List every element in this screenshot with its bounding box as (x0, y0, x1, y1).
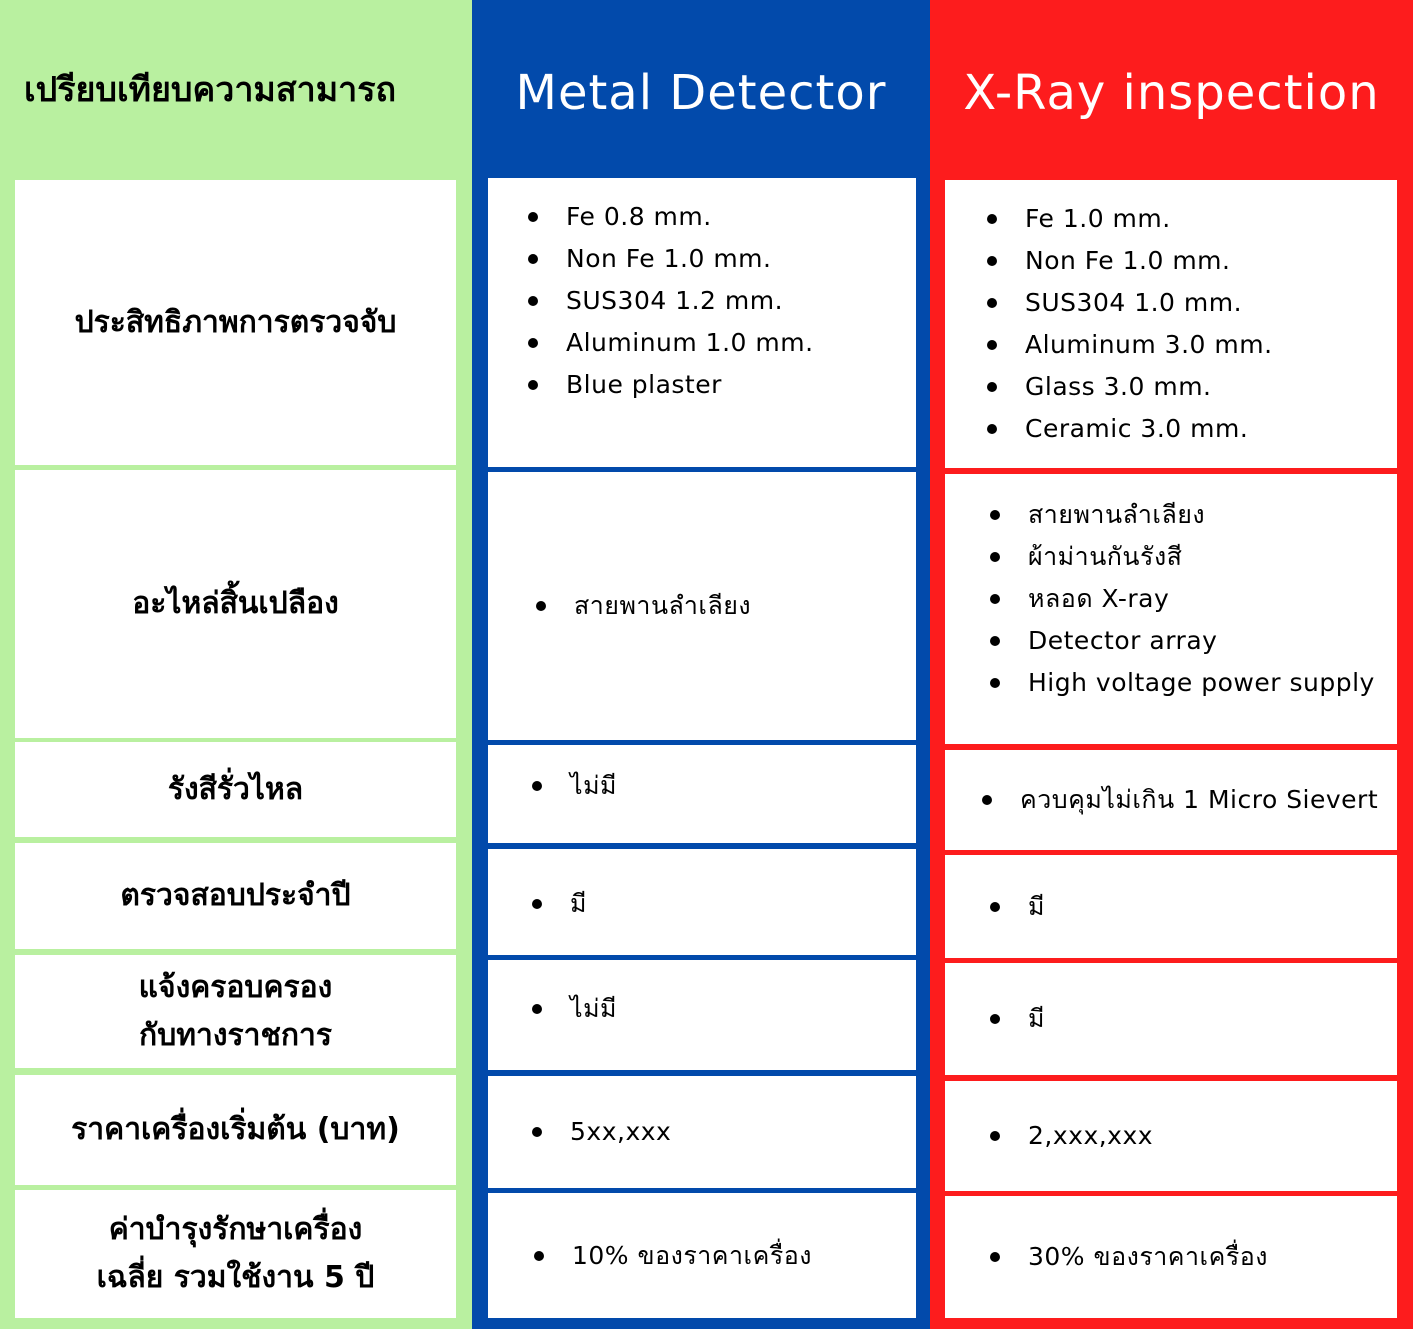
row-label-price: ราคาเครื่องเริ่มต้น (บาท) (15, 1075, 456, 1185)
row-label-registration: แจ้งครอบครอง กับทางราชการ (15, 955, 456, 1068)
list-item: 10% ของราคาเครื่อง (534, 1235, 812, 1277)
list-item: 5xx,xxx (532, 1111, 671, 1153)
list-item: SUS304 1.2 mm. (528, 280, 916, 322)
metal-radiation-cell: ไม่มี (488, 745, 916, 843)
list-item: Fe 0.8 mm. (528, 196, 916, 238)
list-item: สายพานลำเลียง (536, 585, 751, 627)
metal-consumables-cell: สายพานลำเลียง (488, 472, 916, 740)
metal-detection-list: Fe 0.8 mm. Non Fe 1.0 mm. SUS304 1.2 mm.… (528, 196, 916, 406)
list-item: Ceramic 3.0 mm. (987, 408, 1397, 450)
metal-registration-cell: ไม่มี (488, 960, 916, 1070)
list-item: Non Fe 1.0 mm. (987, 240, 1397, 282)
list-item: สายพานลำเลียง (990, 494, 1397, 536)
list-item: มี (990, 886, 1045, 928)
list-item: ควบคุมไม่เกิน 1 Micro Sievert (982, 779, 1378, 821)
list-item: ผ้าม่านกันรังสี (990, 536, 1397, 578)
list-item: มี (990, 998, 1045, 1040)
row-label-maintenance: ค่าบำรุงรักษาเครื่อง เฉลี่ย รวมใช้งาน 5 … (15, 1190, 456, 1318)
metal-maintenance-cell: 10% ของราคาเครื่อง (488, 1193, 916, 1318)
row-label-consumables: อะไหล่สิ้นเปลือง (15, 470, 456, 738)
criteria-column: เปรียบเทียบความสามารถ ประสิทธิภาพการตรวจ… (0, 0, 472, 1329)
list-item: Non Fe 1.0 mm. (528, 238, 916, 280)
row-label-detection: ประสิทธิภาพการตรวจจับ (15, 180, 456, 465)
xray-detection-list: Fe 1.0 mm. Non Fe 1.0 mm. SUS304 1.0 mm.… (987, 198, 1397, 450)
xray-price-cell: 2,xxx,xxx (945, 1081, 1397, 1191)
list-item: 2,xxx,xxx (990, 1115, 1153, 1157)
row-label-maintenance-line2: เฉลี่ย รวมใช้งาน 5 ปี (96, 1260, 375, 1295)
xray-inspection-header: X-Ray inspection (963, 65, 1380, 121)
list-item: Blue plaster (528, 364, 916, 406)
metal-detection-cell: Fe 0.8 mm. Non Fe 1.0 mm. SUS304 1.2 mm.… (488, 178, 916, 467)
xray-consumables-cell: สายพานลำเลียง ผ้าม่านกันรังสี หลอด X-ray… (945, 474, 1397, 744)
list-item: มี (532, 883, 916, 925)
xray-registration-cell: มี (945, 963, 1397, 1075)
xray-inspection-column: X-Ray inspection Fe 1.0 mm. Non Fe 1.0 m… (930, 0, 1413, 1329)
metal-price-cell: 5xx,xxx (488, 1076, 916, 1188)
list-item: ไม่มี (532, 988, 916, 1030)
row-label-registration-line1: แจ้งครอบครอง (138, 969, 333, 1005)
row-label-maintenance-line1: ค่าบำรุงรักษาเครื่อง (108, 1212, 363, 1247)
xray-radiation-cell: ควบคุมไม่เกิน 1 Micro Sievert (945, 750, 1397, 850)
metal-detector-column: Metal Detector Fe 0.8 mm. Non Fe 1.0 mm.… (472, 0, 930, 1329)
metal-annual-check-cell: มี (488, 849, 916, 955)
list-item: Detector array (990, 620, 1397, 662)
list-item: Aluminum 3.0 mm. (987, 324, 1397, 366)
row-label-annual-check: ตรวจสอบประจำปี (15, 843, 456, 949)
list-item: SUS304 1.0 mm. (987, 282, 1397, 324)
xray-maintenance-cell: 30% ของราคาเครื่อง (945, 1196, 1397, 1318)
list-item: ไม่มี (532, 765, 916, 807)
row-label-radiation: รังสีรั่วไหล (15, 742, 456, 837)
list-item: Aluminum 1.0 mm. (528, 322, 916, 364)
list-item: 30% ของราคาเครื่อง (990, 1236, 1268, 1278)
list-item: High voltage power supply (990, 662, 1397, 704)
list-item: หลอด X-ray (990, 578, 1397, 620)
criteria-header: เปรียบเทียบความสามารถ (24, 70, 397, 110)
list-item: Glass 3.0 mm. (987, 366, 1397, 408)
xray-consumables-list: สายพานลำเลียง ผ้าม่านกันรังสี หลอด X-ray… (990, 494, 1397, 704)
metal-detector-header: Metal Detector (515, 65, 887, 121)
list-item: Fe 1.0 mm. (987, 198, 1397, 240)
xray-detection-cell: Fe 1.0 mm. Non Fe 1.0 mm. SUS304 1.0 mm.… (945, 180, 1397, 468)
row-label-registration-line2: กับทางราชการ (139, 1017, 332, 1053)
xray-annual-check-cell: มี (945, 855, 1397, 958)
